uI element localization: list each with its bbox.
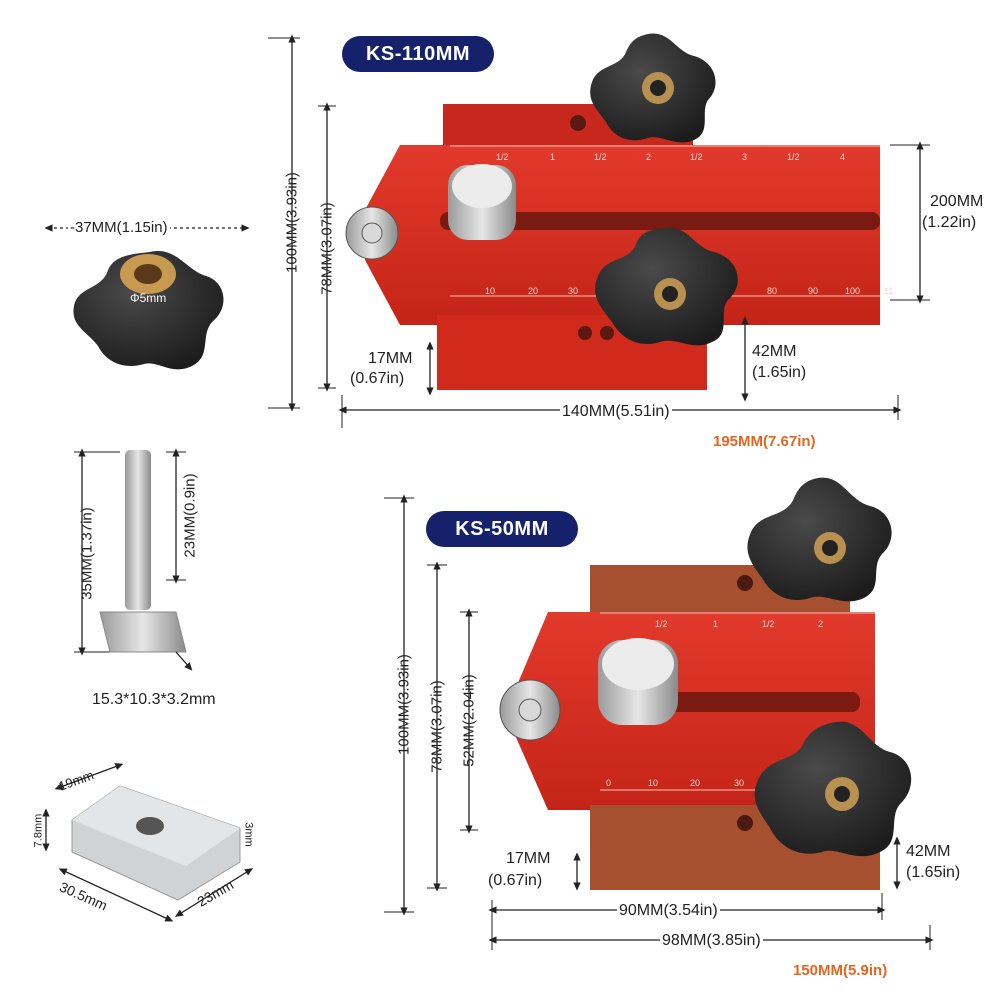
bolt-head: [99, 611, 187, 653]
svg-text:0: 0: [606, 778, 611, 788]
svg-text:1/2: 1/2: [787, 152, 800, 162]
svg-text:11: 11: [884, 286, 893, 296]
ks110-front-hole-2: [600, 326, 614, 340]
svg-text:20: 20: [528, 286, 538, 296]
ks110-width-right-label: 200MM: [930, 193, 984, 210]
svg-text:100: 100: [845, 286, 860, 296]
ks50-base-height-label: 17MM: [506, 850, 551, 867]
ks50-height-inner-label: 52MM(2.04in): [460, 674, 478, 767]
ks50-assembly: 1/2 1 1/2 2 0 10 20 30: [384, 477, 934, 950]
svg-text:20: 20: [690, 778, 700, 788]
ks50-front-hole: [737, 815, 753, 831]
svg-text:2: 2: [646, 152, 651, 162]
svg-text:1/2: 1/2: [594, 152, 607, 162]
ks110-width-right-in-label: (1.22in): [922, 214, 977, 231]
ks110-knob-height-label: 42MM: [752, 343, 797, 360]
knob-thread-label: Φ5mm: [130, 291, 167, 305]
ks50-knob-height-in-label: (1.65in): [906, 864, 961, 881]
ks110-base-height-in-label: (0.67in): [350, 370, 405, 387]
ks50-thumb-screw-top: [602, 638, 674, 690]
ks50-length-label: 98MM(3.85in): [660, 932, 763, 949]
svg-text:90: 90: [808, 286, 818, 296]
svg-text:10: 10: [485, 286, 495, 296]
ks110-thumb-screw-top: [452, 164, 512, 208]
svg-text:1/2: 1/2: [762, 619, 775, 629]
ks110-title: KS-110MM: [342, 36, 494, 72]
knob-body: [73, 251, 224, 370]
ks50-rail-hole: [737, 575, 753, 591]
svg-text:1/2: 1/2: [655, 619, 668, 629]
slider-height-label: 7.8mm: [32, 813, 45, 848]
ks110-bearing-screw: [361, 222, 383, 244]
knob-width-label: -37MM(1.15in): [68, 219, 170, 236]
svg-text:3: 3: [742, 152, 747, 162]
ks50-inner-length-label: 90MM(3.54in): [617, 902, 720, 919]
slider-hole: [136, 817, 164, 835]
svg-text:2: 2: [818, 619, 823, 629]
ks110-slot: [440, 212, 880, 230]
ks110-height-total-label: 100MM(3.93in): [283, 172, 301, 273]
ks110-front-hole-1: [578, 326, 592, 340]
ks50-bearing-screw: [518, 698, 542, 722]
ks50-total-length-label: 150MM(5.9in): [793, 962, 888, 979]
svg-text:1/2: 1/2: [496, 152, 509, 162]
ks110-knob-height-in-label: (1.65in): [752, 364, 807, 381]
svg-text:10: 10: [648, 778, 658, 788]
slider-thickness-label: 3mm: [242, 822, 255, 847]
ks110-rail-hole: [570, 115, 586, 131]
knob-hole: [134, 264, 162, 284]
bolt-thread-label: 23MM(0.9in): [181, 473, 199, 558]
ks50-base-height-in-label: (0.67in): [488, 872, 543, 889]
ks50-knob-height-label: 42MM: [906, 843, 951, 860]
svg-text:30: 30: [734, 778, 744, 788]
svg-text:1: 1: [550, 152, 555, 162]
ks50-ruler-labels: 1/2 1 1/2 2 0 10 20 30: [606, 619, 823, 788]
bolt-shank: [125, 450, 151, 610]
bolt-head-size-label: 15.3*10.3*3.2mm: [92, 691, 216, 708]
ks110-knob-bottom: [595, 227, 738, 346]
ks110-height-body-label: 78MM(3.07in): [318, 202, 336, 295]
ks110-ruler-labels: 1/2 1 1/2 2 1/2 3 1/2 4 10 20 30 80 90 1…: [485, 152, 893, 296]
ks110-base-height-label: 17MM: [368, 350, 413, 367]
svg-text:1/2: 1/2: [690, 152, 703, 162]
ks110-total-length-label: 195MM(7.67in): [713, 433, 816, 450]
bolt-length-label: 35MM(1.37in): [78, 507, 96, 600]
ks110-assembly: 1/2 1 1/2 2 1/2 3 1/2 4 10 20 30 80 90 1…: [268, 33, 930, 428]
knob-part: [44, 224, 250, 370]
svg-text:4: 4: [840, 152, 845, 162]
bolt-part: [74, 448, 193, 671]
ks50-knob-bottom: [754, 721, 912, 857]
slider-part: [42, 763, 254, 922]
svg-text:1: 1: [713, 619, 718, 629]
svg-text:80: 80: [767, 286, 777, 296]
svg-text:30: 30: [568, 286, 578, 296]
ks110-length-label: 140MM(5.51in): [560, 403, 672, 420]
ks50-knob-top: [747, 477, 892, 602]
ks50-height-body-label: 78MM(3.07in): [428, 680, 446, 773]
ks50-height-total-label: 100MM(3.93in): [395, 654, 413, 755]
ks110-knob-top: [590, 33, 716, 143]
ks50-title: KS-50MM: [426, 511, 578, 547]
